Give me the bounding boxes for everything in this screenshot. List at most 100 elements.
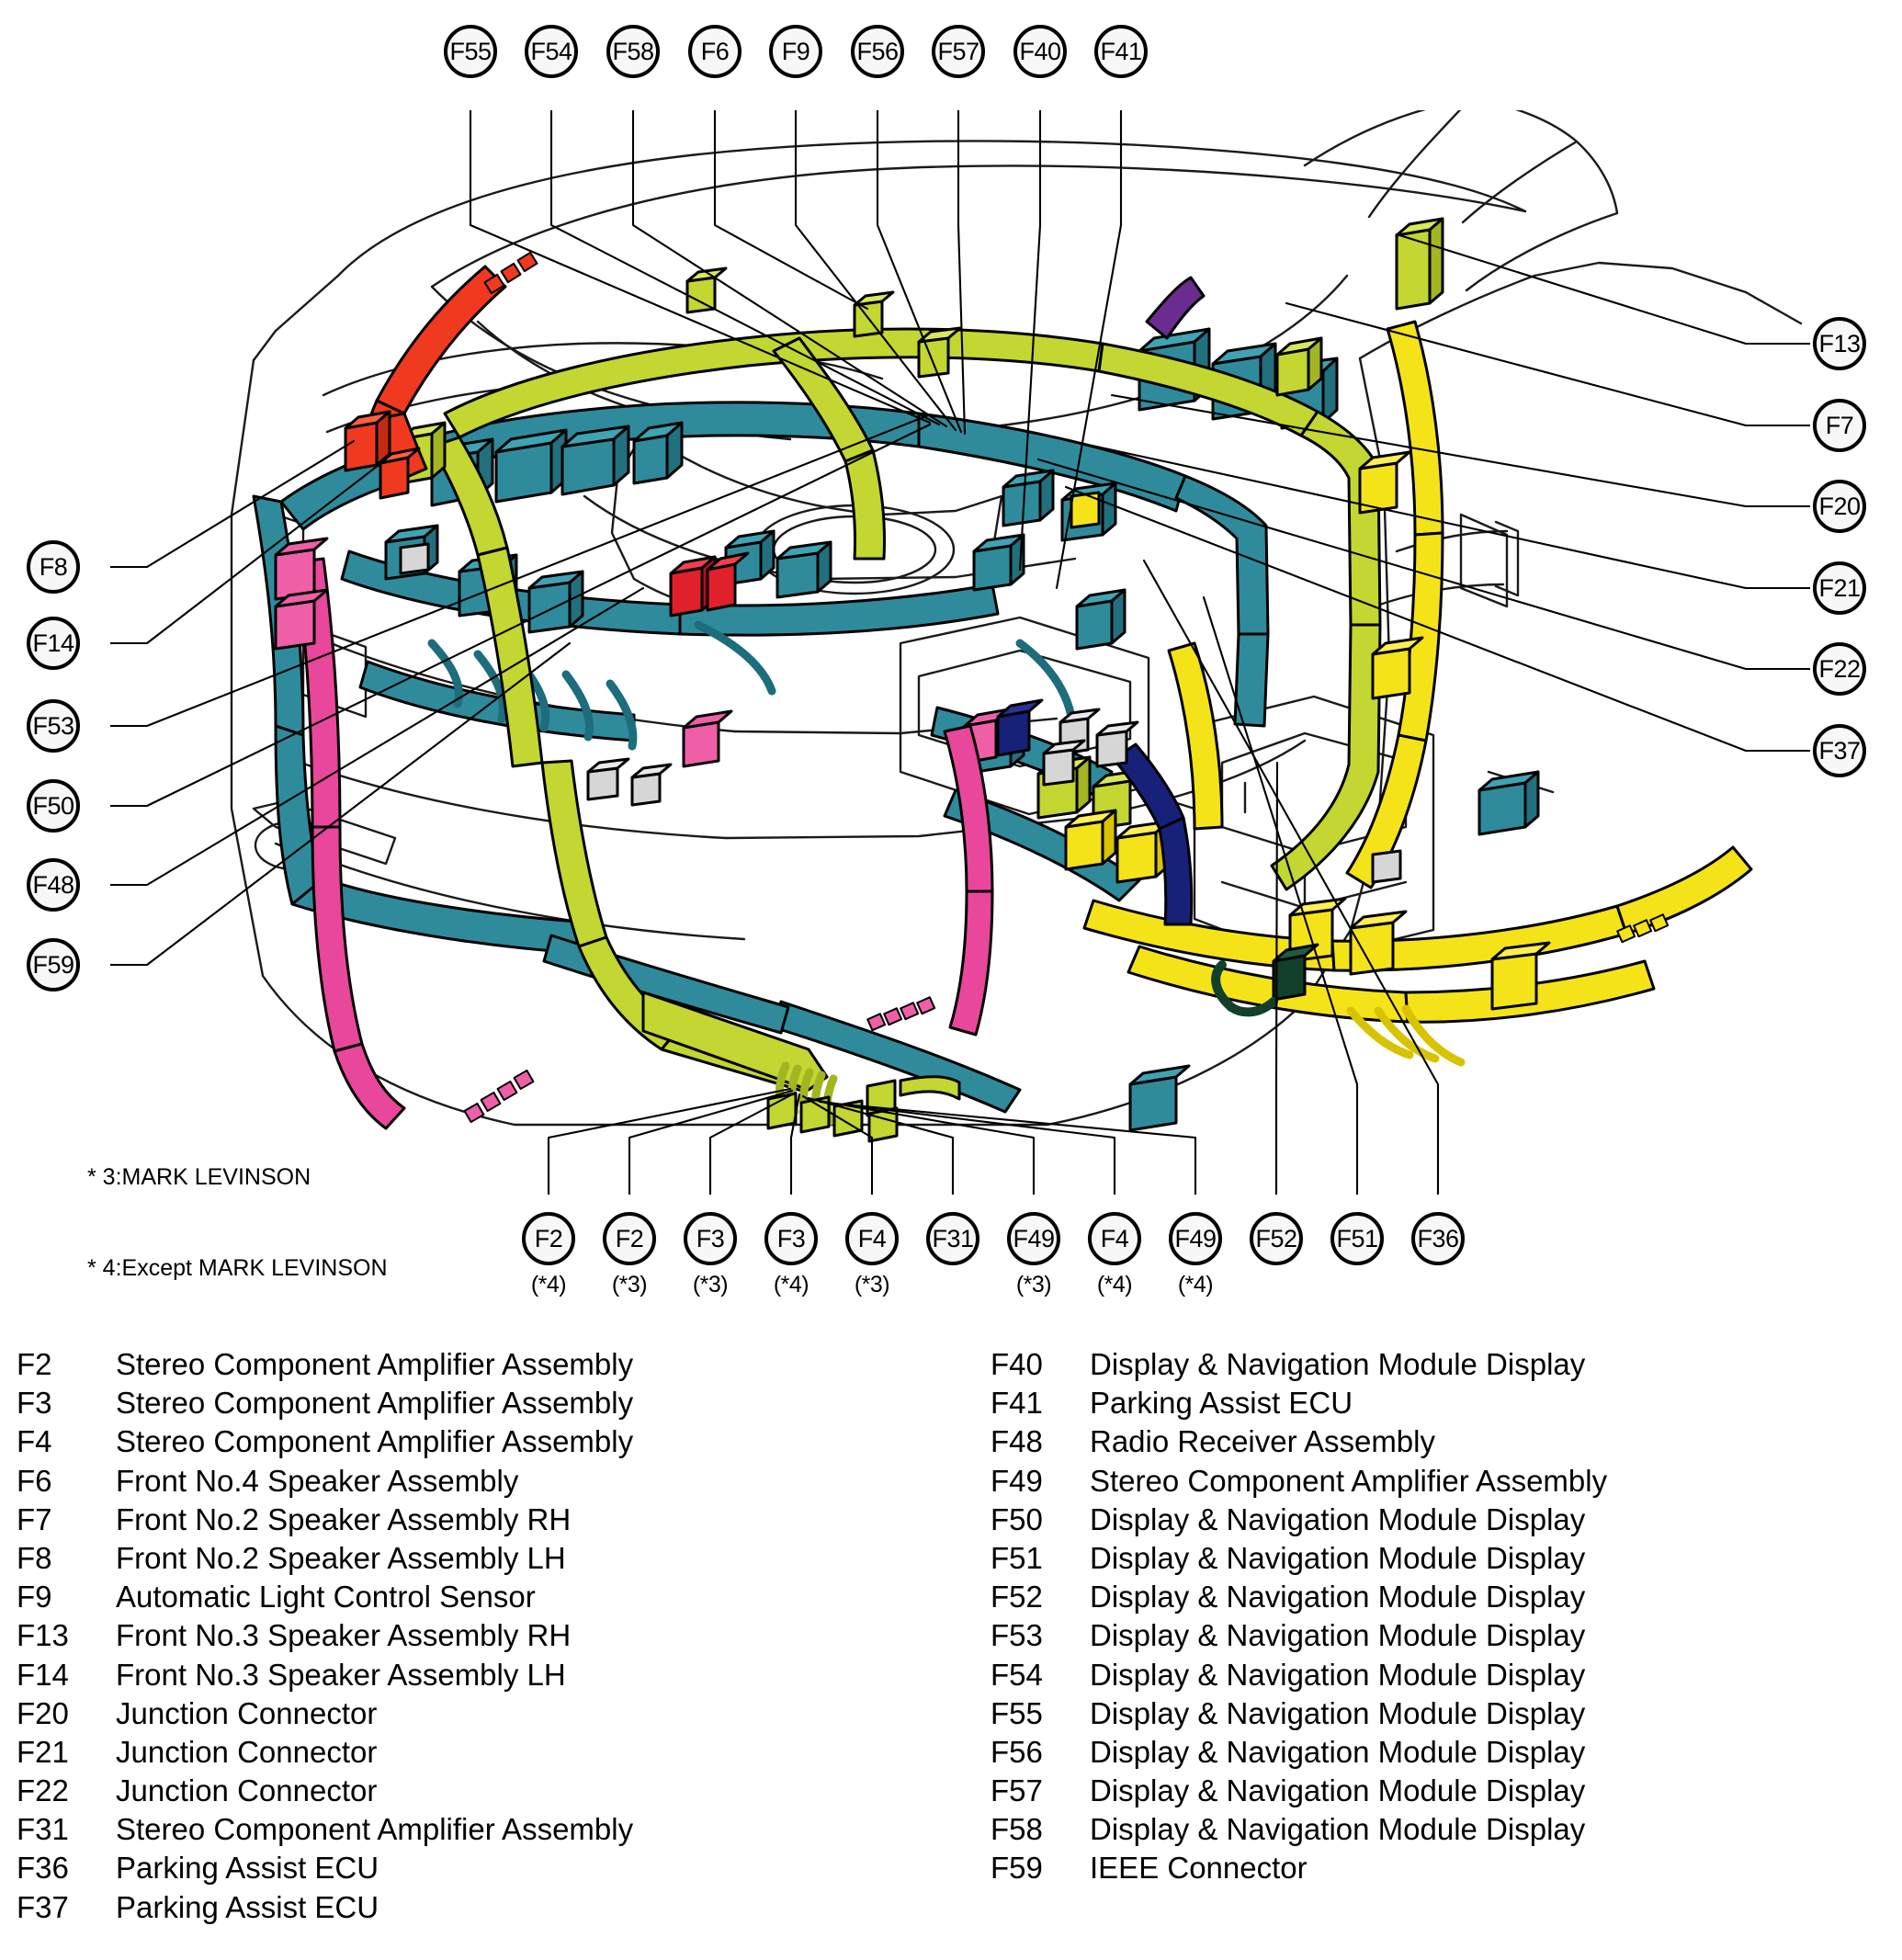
callout-label: F21 xyxy=(1818,573,1861,602)
legend-row: F54 Display & Navigation Module Display xyxy=(991,1656,1607,1694)
callout-f22-right-4[interactable]: F22 xyxy=(1813,642,1866,696)
callout-f59-left-5[interactable]: F59 xyxy=(27,938,80,991)
callout-f6-top-3[interactable]: F6 xyxy=(688,25,742,78)
callout-label: F58 xyxy=(612,37,654,65)
callout-f48-left-4[interactable]: F48 xyxy=(27,858,80,912)
callout-f20-right-2[interactable]: F20 xyxy=(1813,480,1866,533)
legend-description: Stereo Component Amplifier Assembly xyxy=(116,1424,634,1459)
harness-illustration xyxy=(110,110,1810,1195)
callout-f53-left-2[interactable]: F53 xyxy=(27,699,80,753)
legend-description: Parking Assist ECU xyxy=(1090,1386,1353,1421)
legend-description: Display & Navigation Module Display xyxy=(1090,1580,1586,1614)
legend-code: F56 xyxy=(991,1734,1043,1769)
legend-description: Display & Navigation Module Display xyxy=(1090,1657,1586,1692)
callout-f50-left-3[interactable]: F50 xyxy=(27,779,80,833)
callout-label: F4 xyxy=(857,1224,887,1252)
callout-note-f2-1: (*3) xyxy=(611,1272,648,1297)
callout-label: F51 xyxy=(1336,1224,1378,1252)
callout-f2-bottom-1[interactable]: F2 xyxy=(603,1212,656,1265)
legend-code: F4 xyxy=(17,1424,52,1459)
callout-f54-top-1[interactable]: F54 xyxy=(525,25,578,78)
callout-label: F57 xyxy=(937,37,979,65)
callout-f41-top-8[interactable]: F41 xyxy=(1094,25,1148,78)
tape-marks xyxy=(463,996,936,1124)
legend-description: Stereo Component Amplifier Assembly xyxy=(116,1812,634,1847)
legend-description: Front No.2 Speaker Assembly LH xyxy=(116,1540,566,1575)
legend-description: Stereo Component Amplifier Assembly xyxy=(116,1347,634,1381)
legend-description: Display & Navigation Module Display xyxy=(1090,1501,1586,1536)
legend-description: Front No.4 Speaker Assembly xyxy=(116,1463,519,1498)
callout-label: F37 xyxy=(1818,736,1861,765)
callout-f56-top-5[interactable]: F56 xyxy=(851,25,904,78)
callout-f31-bottom-5[interactable]: F31 xyxy=(926,1212,979,1265)
callout-f7-right-1[interactable]: F7 xyxy=(1813,399,1866,452)
legend-description: Junction Connector xyxy=(116,1773,378,1808)
callout-label: F3 xyxy=(776,1224,806,1252)
legend-code: F36 xyxy=(17,1851,69,1886)
callout-f49-bottom-6[interactable]: F49 xyxy=(1007,1212,1060,1265)
callout-label: F53 xyxy=(32,711,74,740)
callout-f4-bottom-7[interactable]: F4 xyxy=(1088,1212,1141,1265)
callout-f13-right-0[interactable]: F13 xyxy=(1813,317,1866,370)
legend-description: Display & Navigation Module Display xyxy=(1090,1734,1586,1769)
callout-f55-top-0[interactable]: F55 xyxy=(444,25,497,78)
pink-harness xyxy=(274,537,1011,1130)
callout-f8-left-0[interactable]: F8 xyxy=(27,540,80,594)
legend-description: Parking Assist ECU xyxy=(116,1851,379,1886)
legend-code: F20 xyxy=(17,1695,69,1730)
legend-code: F59 xyxy=(991,1851,1043,1886)
callout-label: F36 xyxy=(1417,1224,1459,1252)
callout-f4-bottom-4[interactable]: F4 xyxy=(845,1212,899,1265)
legend-row: F4 Stereo Component Amplifier Assembly xyxy=(17,1422,633,1461)
legend-description: Stereo Component Amplifier Assembly xyxy=(116,1386,634,1421)
callout-f40-top-7[interactable]: F40 xyxy=(1013,25,1067,78)
callout-label: F49 xyxy=(1174,1224,1217,1252)
legend-code: F21 xyxy=(17,1734,69,1769)
callout-f51-bottom-10[interactable]: F51 xyxy=(1330,1212,1384,1265)
callout-note-f49-6: (*3) xyxy=(1015,1272,1052,1297)
callout-note-f3-3: (*4) xyxy=(773,1272,809,1297)
legend-code: F7 xyxy=(17,1501,52,1536)
callout-label: F54 xyxy=(530,37,572,65)
callout-f14-left-1[interactable]: F14 xyxy=(27,617,80,670)
grey-connectors xyxy=(399,542,1402,884)
callout-f37-right-5[interactable]: F37 xyxy=(1813,724,1866,777)
legend-description: Display & Navigation Module Display xyxy=(1090,1618,1586,1653)
callout-label: F48 xyxy=(32,870,74,899)
legend-description: Front No.2 Speaker Assembly RH xyxy=(116,1501,572,1536)
navy-harness xyxy=(996,276,1319,1017)
callout-label: F13 xyxy=(1818,329,1861,357)
callout-f52-bottom-9[interactable]: F52 xyxy=(1250,1212,1303,1265)
legend-description: IEEE Connector xyxy=(1090,1851,1308,1886)
legend-code: F54 xyxy=(991,1657,1043,1692)
callout-f3-bottom-2[interactable]: F3 xyxy=(684,1212,737,1265)
callout-f36-bottom-11[interactable]: F36 xyxy=(1411,1212,1465,1265)
callout-f9-top-4[interactable]: F9 xyxy=(769,25,822,78)
callout-f58-top-2[interactable]: F58 xyxy=(606,25,660,78)
legend-code: F3 xyxy=(17,1386,52,1421)
callout-f49-bottom-8[interactable]: F49 xyxy=(1169,1212,1222,1265)
callout-f3-bottom-3[interactable]: F3 xyxy=(764,1212,818,1265)
callout-f2-bottom-0[interactable]: F2 xyxy=(522,1212,575,1265)
legend-description: Display & Navigation Module Display xyxy=(1090,1347,1586,1381)
callout-f21-right-3[interactable]: F21 xyxy=(1813,561,1866,615)
callout-f57-top-6[interactable]: F57 xyxy=(932,25,985,78)
legend-row: F7 Front No.2 Speaker Assembly RH xyxy=(17,1501,633,1539)
legend-description: Front No.3 Speaker Assembly LH xyxy=(116,1657,566,1692)
legend-code: F51 xyxy=(991,1540,1043,1575)
legend-description: Front No.3 Speaker Assembly RH xyxy=(116,1618,572,1653)
callout-label: F2 xyxy=(615,1224,644,1252)
callout-label: F55 xyxy=(449,37,492,65)
red-connectors xyxy=(669,551,750,617)
